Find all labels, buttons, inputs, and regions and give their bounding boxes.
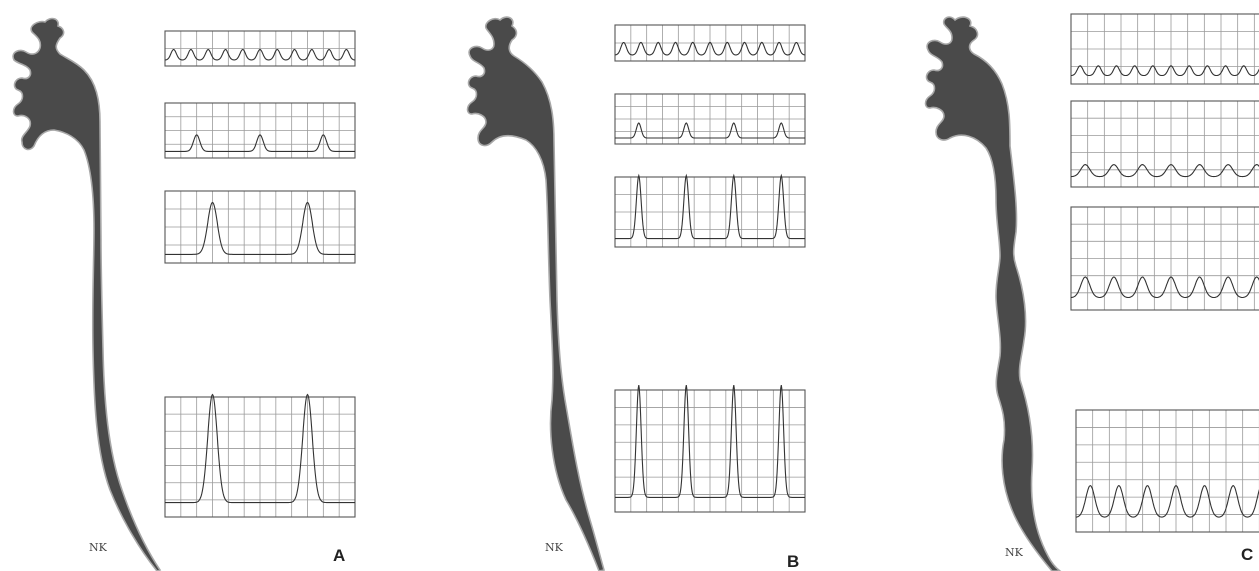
waveform-trace — [1076, 486, 1259, 518]
chart-slot — [165, 31, 355, 66]
chart-slot — [615, 176, 805, 247]
panel-b: NK B — [468, 17, 806, 571]
waveform-trace — [1071, 165, 1259, 177]
chart-slot — [1071, 207, 1259, 310]
neuron-body-b — [468, 17, 605, 571]
panel-a: NK A — [13, 19, 355, 571]
waveform-trace — [1071, 277, 1259, 298]
waveform-trace — [1071, 66, 1259, 76]
neuron-body-a — [13, 19, 160, 571]
panel-c: NK C — [926, 14, 1259, 571]
chart-slot — [615, 385, 805, 512]
chart-frame — [1076, 410, 1259, 532]
signature-a: NK — [89, 541, 108, 554]
chart-slot — [615, 25, 805, 61]
signature-c: NK — [1005, 546, 1024, 559]
chart-slot — [1071, 14, 1259, 84]
neuron-body-c — [926, 17, 1061, 571]
chart-slot — [165, 103, 355, 158]
chart-slot — [165, 395, 355, 517]
panel-letter-a: A — [333, 546, 345, 565]
panel-letter-c: C — [1241, 545, 1253, 564]
chart-slot — [1076, 410, 1259, 532]
chart-frame — [1071, 101, 1259, 187]
chart-slot — [165, 191, 355, 263]
panel-letter-b: B — [787, 552, 799, 571]
signature-b: NK — [545, 541, 564, 554]
chart-slot — [615, 94, 805, 144]
chart-slot — [1071, 101, 1259, 187]
